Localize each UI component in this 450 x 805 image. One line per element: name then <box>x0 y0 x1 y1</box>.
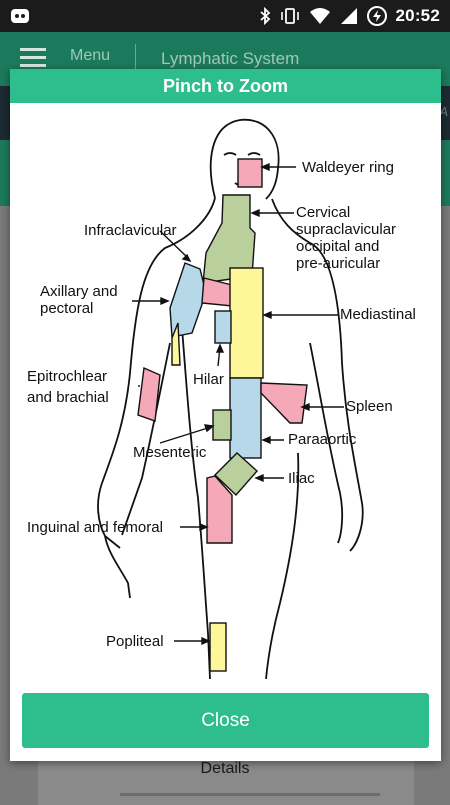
label-axillary-1: Axillary and <box>40 283 118 300</box>
node-paraaortic <box>229 377 262 459</box>
menu-label[interactable]: Menu <box>70 47 111 64</box>
label-popliteal: Popliteal <box>106 633 164 650</box>
label-axillary-2: pectoral <box>40 300 93 317</box>
node-mediastinal <box>229 267 264 379</box>
app-notification-icon <box>11 9 29 23</box>
node-mesenteric <box>212 409 232 441</box>
label-cervical-3: occipital and <box>296 238 379 255</box>
label-cervical-2: supraclavicular <box>296 221 396 238</box>
node-epitrochlear <box>137 366 161 422</box>
lymphatic-diagram[interactable]: Waldeyer ring Cervical supraclavicular o… <box>10 103 441 679</box>
label-infraclavicular: Infraclavicular <box>84 222 177 239</box>
signal-icon <box>340 8 357 24</box>
status-bar: 20:52 <box>0 0 450 32</box>
background-text-line <box>120 793 380 796</box>
node-axillary <box>171 322 181 366</box>
node-waldeyer-ring <box>237 158 263 188</box>
dialog-title: Pinch to Zoom <box>10 69 441 103</box>
node-inguinal <box>206 475 233 544</box>
hamburger-menu-icon[interactable] <box>20 48 46 68</box>
lymph-nodes <box>137 158 308 672</box>
node-popliteal <box>209 622 227 672</box>
clock: 20:52 <box>395 6 440 25</box>
label-cervical-4: pre-auricular <box>296 255 380 272</box>
label-mediastinal: Mediastinal <box>340 306 416 323</box>
diagram-labels: Waldeyer ring Cervical supraclavicular o… <box>27 159 416 650</box>
node-infraclavicular <box>169 262 207 338</box>
node-hilar <box>214 310 232 344</box>
bluetooth-icon <box>259 7 270 25</box>
page-title: Lymphatic System <box>161 49 300 68</box>
leader-lines <box>132 162 344 646</box>
app-bar-divider <box>135 44 136 72</box>
label-spleen: Spleen <box>346 398 393 415</box>
label-paraaortic: Paraaortic <box>288 431 357 448</box>
label-hilar: Hilar <box>193 371 224 388</box>
zoom-dialog: Pinch to Zoom <box>10 69 441 761</box>
node-iliac <box>213 452 258 497</box>
background-card <box>38 755 414 805</box>
close-button[interactable]: Close <box>22 693 429 748</box>
wifi-icon <box>309 8 330 24</box>
label-cervical-1: Cervical <box>296 204 350 221</box>
body-outline <box>97 118 364 679</box>
vibrate-icon <box>280 8 299 24</box>
node-pectoral <box>201 277 233 307</box>
lymphatic-diagram-svg: Waldeyer ring Cervical supraclavicular o… <box>27 118 416 679</box>
label-mesenteric: Mesenteric <box>133 444 207 461</box>
label-epitrochlear-1: Epitrochlear <box>27 368 107 385</box>
background-details-label: Details <box>200 760 250 777</box>
node-spleen <box>260 382 308 424</box>
label-iliac: Iliac <box>288 470 315 487</box>
battery-charging-icon <box>366 6 387 26</box>
label-epitrochlear-2: and brachial <box>27 389 109 406</box>
label-inguinal: Inguinal and femoral <box>27 519 163 536</box>
label-waldeyer-ring: Waldeyer ring <box>302 159 394 176</box>
